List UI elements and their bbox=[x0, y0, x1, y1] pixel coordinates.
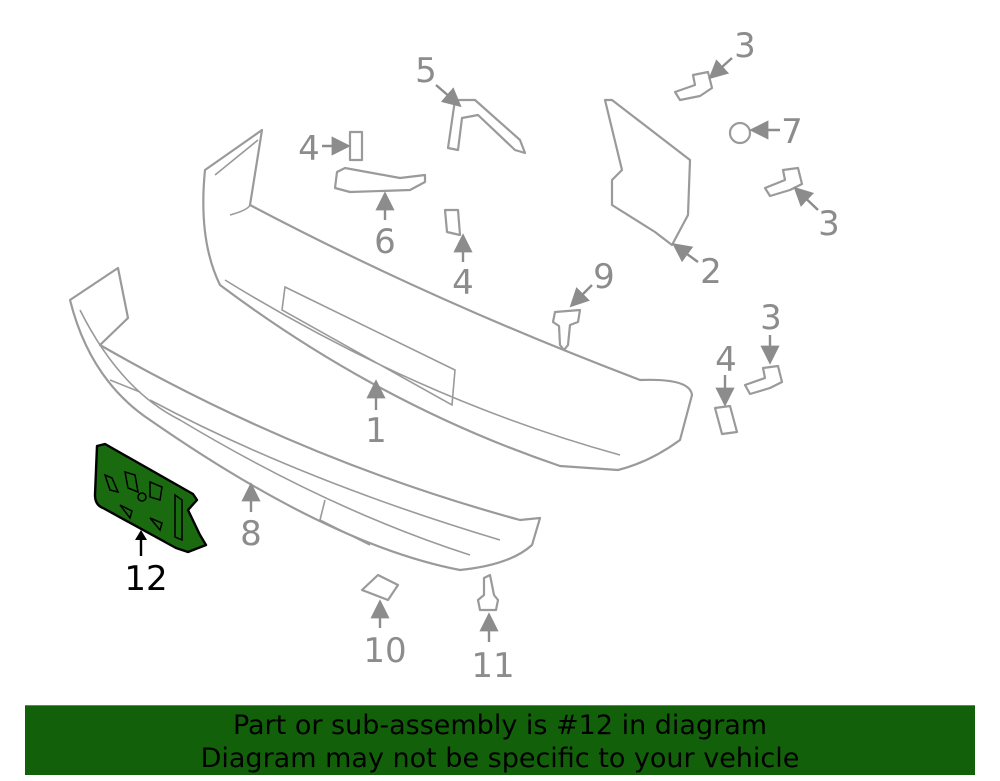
callout-1: 1 bbox=[365, 411, 387, 451]
callout-3: 3 bbox=[760, 298, 782, 338]
callout-2: 2 bbox=[700, 252, 722, 292]
banner-line-2: Diagram may not be specific to your vehi… bbox=[200, 743, 800, 774]
bolt-3c[interactable] bbox=[743, 364, 784, 396]
callout-11: 11 bbox=[471, 646, 514, 686]
callout-4: 4 bbox=[715, 340, 737, 380]
push-pin-9[interactable] bbox=[551, 308, 582, 352]
callout-4: 4 bbox=[452, 263, 474, 303]
callout-12-selected: 12 bbox=[124, 559, 167, 599]
callout-3: 3 bbox=[734, 26, 756, 66]
callout-9: 9 bbox=[593, 257, 615, 297]
callout-10: 10 bbox=[363, 631, 406, 671]
bracket-part-2[interactable] bbox=[603, 98, 692, 247]
clip-nut-4c[interactable] bbox=[713, 404, 739, 436]
callout-arrows bbox=[135, 57, 819, 642]
callout-3: 3 bbox=[818, 204, 840, 244]
bracket-part-5[interactable] bbox=[446, 98, 527, 155]
clip-nut-4a[interactable] bbox=[348, 130, 364, 162]
push-pin-11[interactable] bbox=[476, 573, 500, 612]
lower-valance[interactable] bbox=[68, 266, 542, 572]
callout-6: 6 bbox=[374, 222, 396, 262]
bracket-part-6[interactable] bbox=[333, 166, 427, 194]
nut-7[interactable] bbox=[728, 121, 752, 145]
license-plate-bracket-highlighted[interactable] bbox=[93, 442, 208, 554]
bumper-face-bar[interactable] bbox=[202, 128, 694, 472]
bolt-3a[interactable] bbox=[673, 70, 714, 102]
callout-5: 5 bbox=[415, 51, 437, 91]
bolt-3b[interactable] bbox=[763, 166, 804, 198]
callout-4: 4 bbox=[298, 129, 320, 169]
callout-8: 8 bbox=[240, 514, 262, 554]
banner-line-1: Part or sub-assembly is #12 in diagram bbox=[232, 710, 768, 741]
clip-nut-4b[interactable] bbox=[443, 208, 462, 237]
callout-7: 7 bbox=[781, 112, 803, 152]
info-banner: Part or sub-assembly is #12 in diagram D… bbox=[25, 705, 975, 775]
clip-10[interactable] bbox=[360, 573, 400, 602]
